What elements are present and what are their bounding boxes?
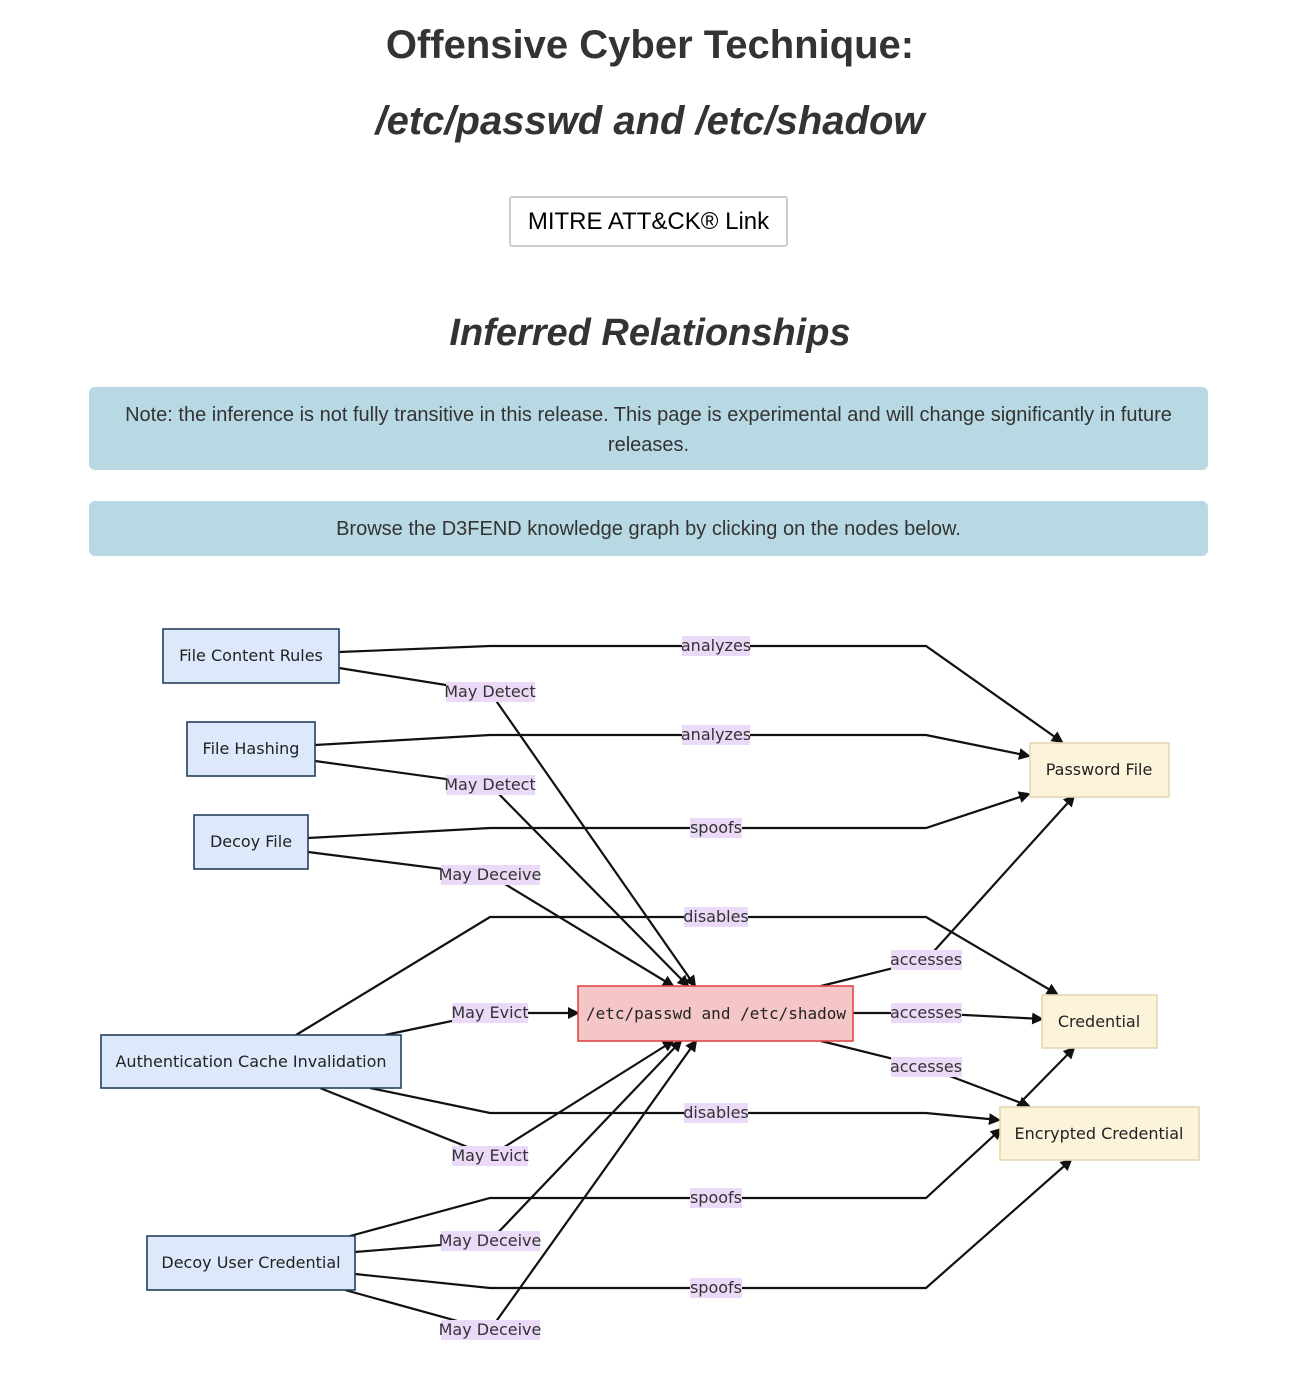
edge-label-spoofs: spoofs [690,1188,742,1207]
section-title-inferred-relationships: Inferred Relationships [449,312,851,354]
edge-label-may-evict: May Evict [451,1003,528,1022]
node-credential[interactable]: Credential [1041,994,1158,1049]
edge-label-spoofs: spoofs [690,1278,742,1297]
node-label: File Hashing [203,739,300,758]
edge-decoy-file-spoofs-password-file [307,791,1031,840]
edge-file-hashing-analyzes-password-file [314,733,1031,760]
edge-label-disables: disables [683,1103,749,1122]
edge-decoy-user-credential-spoofs-encrypted-lower [354,1158,1073,1290]
edge-label-may-detect: May Detect [444,775,536,794]
edge-labels: analyzes May Detect analyzes May Detect … [439,636,962,1340]
edge-label-accesses: accesses [890,1003,962,1022]
node-file-content-rules[interactable]: File Content Rules [162,628,340,684]
node-etc-passwd-and-shadow[interactable]: /etc/passwd and /etc/shadow [577,985,854,1042]
node-authentication-cache-invalidation[interactable]: Authentication Cache Invalidation [100,1034,402,1089]
technique-name: /etc/passwd and /etc/shadow [375,99,925,143]
edge-label-may-deceive: May Deceive [439,1320,542,1339]
edge-label-accesses: accesses [890,1057,962,1076]
edge-label-may-detect: May Detect [444,682,536,701]
node-label: Encrypted Credential [1015,1124,1184,1143]
node-encrypted-credential[interactable]: Encrypted Credential [999,1106,1200,1161]
edge-label-may-deceive: May Deceive [439,1231,542,1250]
node-label: Password File [1046,760,1153,779]
node-label: Credential [1058,1012,1140,1031]
edge-label-may-evict: May Evict [451,1146,528,1165]
mitre-attack-link-button[interactable]: MITRE ATT&CK® Link [509,196,788,247]
node-file-hashing[interactable]: File Hashing [186,721,316,777]
edge-label-spoofs: spoofs [690,818,742,837]
node-label: File Content Rules [179,646,323,665]
node-decoy-file[interactable]: Decoy File [193,814,309,870]
edge-label-disables: disables [683,907,749,926]
node-label: Decoy User Credential [161,1253,340,1272]
edge-encrypted-credential-to-credential [1016,1046,1076,1107]
node-label: Authentication Cache Invalidation [115,1052,386,1071]
edge-label-analyzes: analyzes [681,725,751,744]
browse-hint: Browse the D3FEND knowledge graph by cli… [89,501,1208,556]
edge-label-accesses: accesses [890,950,962,969]
edge-label-may-deceive: May Deceive [439,865,542,884]
edge-label-analyzes: analyzes [681,636,751,655]
node-decoy-user-credential[interactable]: Decoy User Credential [146,1235,356,1291]
node-password-file[interactable]: Password File [1029,742,1170,798]
node-label: Decoy File [210,832,292,851]
edge-decoy-user-credential-spoofs-encrypted-upper [349,1127,1003,1238]
page-title: Offensive Cyber Technique: [385,23,915,67]
node-label: /etc/passwd and /etc/shadow [586,1004,846,1023]
experimental-note: Note: the inference is not fully transit… [89,387,1208,470]
